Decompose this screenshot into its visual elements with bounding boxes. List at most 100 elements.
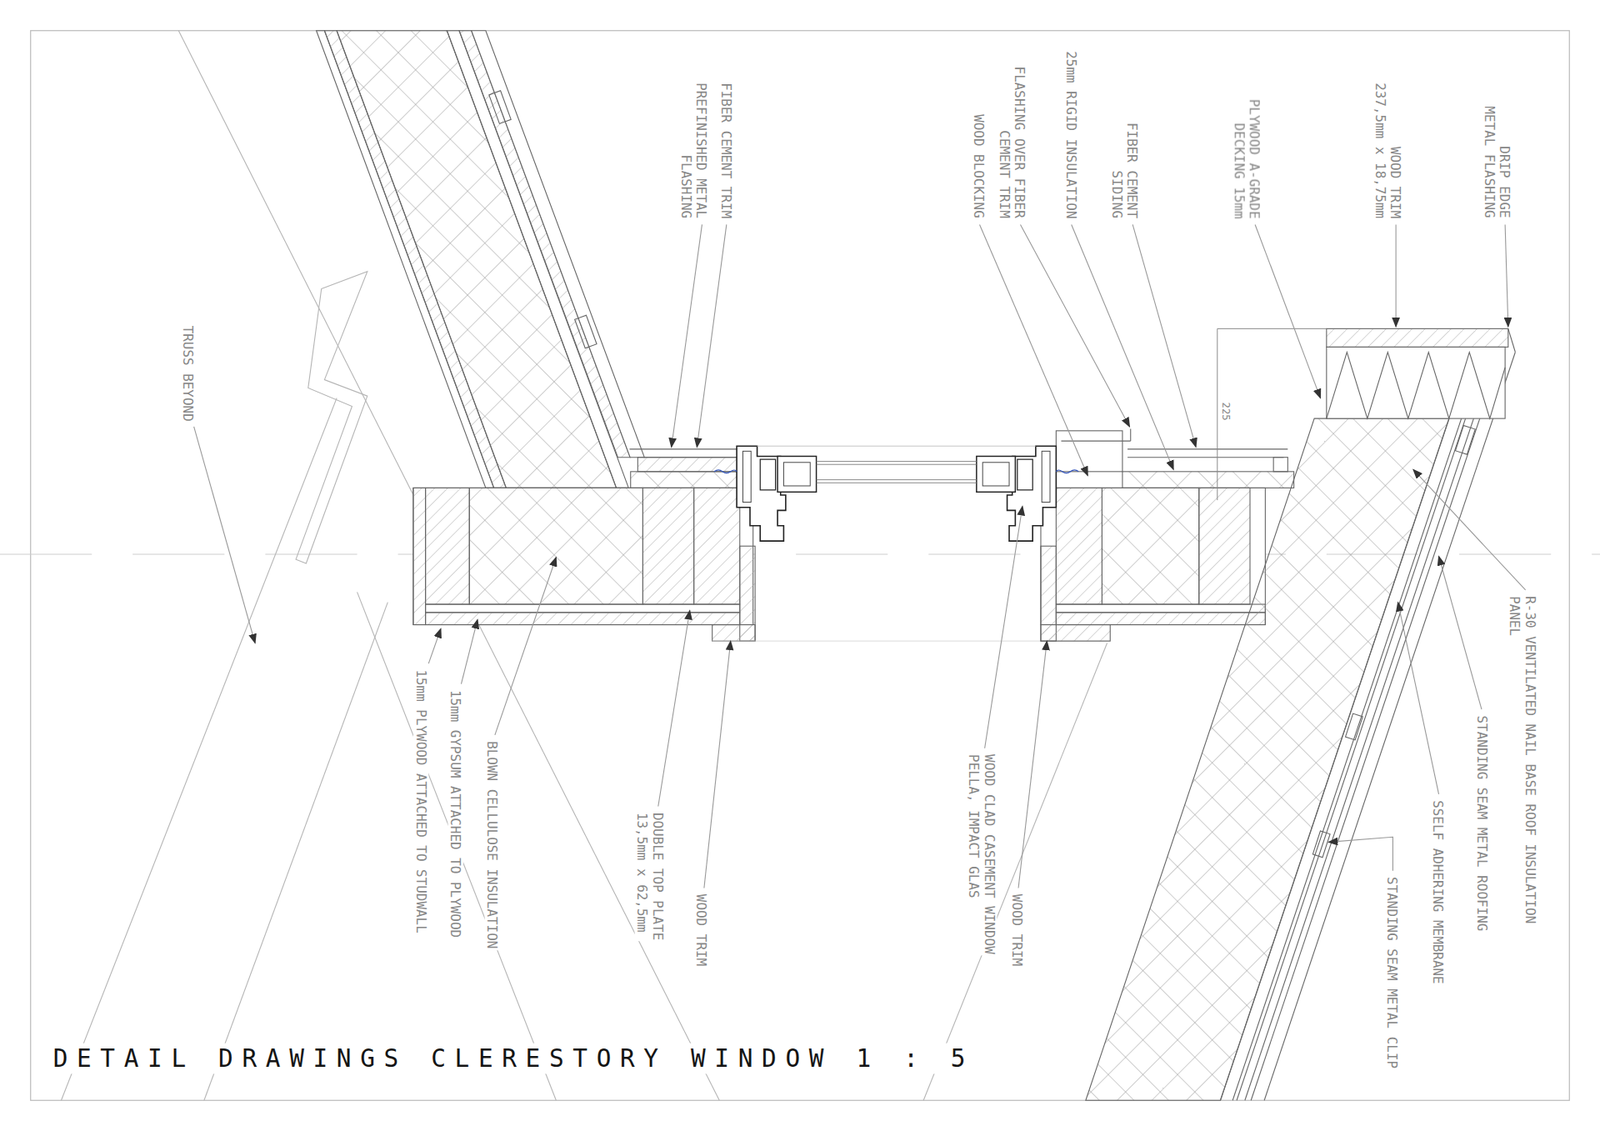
truss-beyond-part [204, 602, 388, 1101]
callout-label: WOOD TRIM [694, 893, 710, 968]
roof-assembly-part [1345, 713, 1364, 740]
leader-lines-part [671, 224, 703, 447]
callout-label: TRUSS BEYOND [180, 324, 196, 422]
leader-lines-part [495, 557, 556, 735]
leader-lines-part [1439, 555, 1482, 710]
casement-window-part [976, 445, 1079, 541]
leader-lines [194, 224, 1526, 888]
roof-assembly-part [1264, 352, 1515, 1101]
right-top-plate-part [1127, 448, 1288, 450]
dimension-line-part [1216, 328, 1218, 500]
callout-label: SSELF ADHERING MEMBRANE [1430, 799, 1446, 985]
leader-lines-part [428, 628, 441, 664]
leader-lines-part [1071, 224, 1174, 470]
roof-assembly-part [1236, 352, 1488, 1101]
roof-assembly-part [1245, 352, 1496, 1101]
callout-label: PREFINISHED METAL FLASHING [678, 81, 710, 220]
roof-assembly-part [1455, 425, 1475, 455]
callout-label: FIBER CEMENT TRIM [718, 81, 734, 220]
left-wall-layers-part [630, 448, 740, 450]
truss-beyond [60, 30, 1107, 1101]
left-wall-layers-part [637, 457, 740, 472]
callout-label: 15mm GYPSUM ATTACHED TO PLYWOOD [448, 689, 464, 940]
roof-assembly-part [1220, 352, 1471, 1101]
dimension-line-part [1217, 328, 1327, 330]
casement-window [714, 445, 1079, 541]
truss-beyond-part [178, 30, 720, 1101]
sheet-border [0, 30, 1600, 1101]
right-top-plate-part [1130, 428, 1131, 441]
left-wall-layers [316, 30, 740, 489]
leader-lines-part [1018, 640, 1047, 888]
roof-assembly-part [1250, 352, 1502, 1101]
left-wall-layers-part [446, 30, 629, 489]
leader-lines-part [1255, 224, 1320, 398]
callout-label: FIBER CEMENT SIDING [1109, 121, 1140, 220]
callout-label: WOOD TRIM 237,5mm x 18,75mm [1372, 81, 1404, 220]
roof-assembly-part [1326, 328, 1509, 347]
truss-beyond-part [295, 271, 368, 564]
right-top-plate-part [1040, 625, 1110, 642]
left-top-plate-part [425, 604, 740, 613]
left-top-plate-part [694, 487, 740, 605]
callout-label: WOOD CLAD CASEMENT WINDOW PELLA, IMPACT … [966, 753, 998, 955]
truss-beyond-part [357, 591, 557, 1100]
leader-lines-part [1398, 602, 1440, 795]
callout-label: DRIP EDGE METAL FLASHING [1481, 105, 1513, 220]
leader-lines-part [696, 224, 727, 447]
leader-lines-part [704, 640, 731, 888]
right-top-plate-part [1055, 604, 1265, 613]
truss-beyond-part [60, 398, 337, 1101]
callout-label: WOOD BLOCKING [971, 113, 987, 220]
roof-assembly-part [1326, 346, 1505, 419]
leader-lines-part [1505, 224, 1509, 326]
callout-label: R-30 VENTILATED NAIL BASE ROOF INSULATIO… [1507, 595, 1539, 925]
leader-lines-part [1132, 224, 1196, 447]
left-top-plate-part [642, 487, 694, 605]
callout-label: PLYWOOD A-GRADE DECKING 15mm [1231, 98, 1263, 220]
leader-lines-part [985, 505, 1023, 748]
left-wall-layers-part [575, 315, 597, 349]
leader-lines-part [980, 224, 1089, 475]
leader-lines-part [1413, 469, 1526, 590]
callout-label: STANDING SEAM METAL ROOFING [1474, 714, 1490, 932]
left-top-plate-part [712, 625, 755, 642]
truss-beyond-part [923, 643, 1107, 1101]
roof-assembly-part [1508, 328, 1516, 352]
right-top-plate-part [1055, 612, 1265, 625]
right-top-plate-part [1122, 471, 1295, 489]
drawing-title: DETAIL DRAWINGS CLERESTORY WINDOW 1 : 5 [53, 1043, 975, 1075]
leader-lines-part [460, 619, 478, 684]
leader-lines-part [1328, 836, 1393, 870]
left-top-plate-part [413, 487, 426, 625]
right-top-plate-part [1055, 430, 1123, 472]
callout-label: 15mm PLYWOOD ATTACHED TO STUDWALL [413, 668, 429, 935]
leader-lines-part [1395, 224, 1397, 326]
left-top-plate-part [469, 487, 643, 605]
right-top-plate-part [1273, 457, 1288, 472]
left-wall-layers-part [489, 90, 511, 125]
right-top-plate-part [1199, 487, 1250, 605]
casement-window-part [714, 445, 816, 541]
right-top-plate-part [1055, 487, 1102, 605]
callout-label: FLASHING OVER FIBER CEMENT TRIM [996, 65, 1028, 220]
left-top-plate-part [413, 487, 754, 625]
callout-label: BLOWN CELLULOSE INSULATION [485, 740, 500, 950]
roof-assembly-part [1326, 352, 1505, 420]
left-wall-layers-part [630, 471, 740, 489]
callout-label: STANDING SEAM METAL CLIP [1385, 875, 1400, 1070]
callout-label: DOUBLE TOP PLATE 13,5mm x 62,5mm [635, 811, 666, 942]
leader-lines-part [194, 426, 255, 644]
left-wall-layers-part [471, 30, 645, 458]
sheet-border-part [30, 30, 1570, 1101]
roof-assembly-part [1312, 830, 1330, 858]
roof-assembly-part [1232, 352, 1484, 1101]
left-top-plate-part [425, 612, 740, 625]
left-wall-layers-part [459, 30, 630, 458]
callout-label: 225 [1219, 400, 1232, 422]
callout-label: WOOD TRIM [1009, 893, 1025, 968]
right-top-plate-part [1127, 456, 1284, 458]
